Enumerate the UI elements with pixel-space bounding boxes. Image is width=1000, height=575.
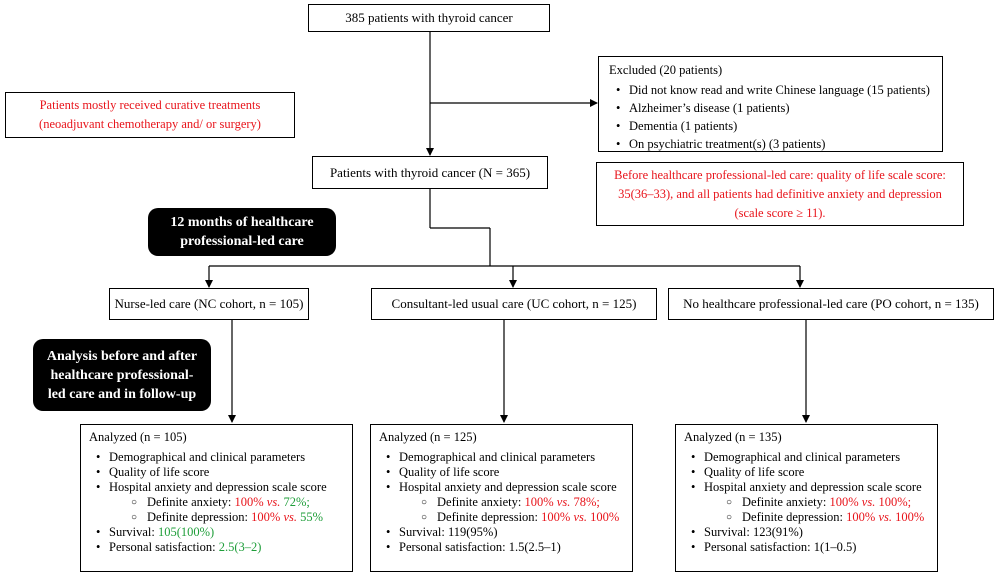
depression-row: Definite depression: 100% vs. 55%	[109, 510, 344, 525]
excluded-item: Alzheimer’s disease (1 patients)	[609, 99, 932, 117]
cohort-label: Consultant-led usual care (UC cohort, n …	[391, 296, 637, 311]
satisfaction-label: Personal satisfaction:	[704, 540, 814, 554]
anxiety-after: 72%;	[283, 495, 310, 509]
anxiety-after: 100%;	[878, 495, 912, 509]
hads-label: Hospital anxiety and depression scale sc…	[109, 480, 327, 494]
top-box: 385 patients with thyroid cancer	[308, 4, 550, 32]
care-duration-line1: 12 months of healthcare	[170, 215, 314, 230]
satisfaction-label: Personal satisfaction:	[109, 540, 219, 554]
panel-title: Analyzed (n = 125)	[379, 430, 477, 444]
satisfaction-value: 2.5(3–2)	[218, 540, 262, 554]
middle-box-text: Patients with thyroid cancer (N = 365)	[329, 164, 531, 180]
param-qol: Quality of life score	[379, 465, 624, 480]
param-qol: Quality of life score	[89, 465, 344, 480]
depression-label: Definite depression:	[742, 510, 847, 524]
survival-label: Survival:	[399, 525, 448, 539]
param-hads: Hospital anxiety and depression scale sc…	[684, 480, 929, 525]
panel-title: Analyzed (n = 105)	[89, 430, 187, 444]
baseline-note: Before healthcare professional-led care:…	[596, 162, 964, 226]
cohort-box-nc: Nurse-led care (NC cohort, n = 105)	[109, 288, 309, 320]
depression-before: 100%	[541, 510, 571, 524]
cohort-box-uc: Consultant-led usual care (UC cohort, n …	[371, 288, 657, 320]
satisfaction-label: Personal satisfaction:	[399, 540, 509, 554]
anxiety-after: 78%;	[573, 495, 600, 509]
analysis-line1: Analysis before and after	[46, 348, 198, 364]
hads-label: Hospital anxiety and depression scale sc…	[704, 480, 922, 494]
anxiety-label: Definite anxiety:	[437, 495, 525, 509]
cohort-label: Nurse-led care (NC cohort, n = 105)	[114, 296, 304, 311]
param-hads: Hospital anxiety and depression scale sc…	[379, 480, 624, 525]
satisfaction-row: Personal satisfaction: 1(1–0.5)	[684, 540, 929, 555]
hads-label: Hospital anxiety and depression scale sc…	[399, 480, 617, 494]
panel-title: Analyzed (n = 135)	[684, 430, 782, 444]
baseline-note-line2: 35(36–33), and all patients had definiti…	[618, 187, 942, 201]
top-box-text: 385 patients with thyroid cancer	[345, 10, 513, 25]
param-qol: Quality of life score	[684, 465, 929, 480]
analysis-panel-uc: Analyzed (n = 125) Demographical and cli…	[370, 424, 633, 572]
vs-text: vs.	[573, 510, 587, 524]
depression-label: Definite depression:	[437, 510, 542, 524]
middle-box: Patients with thyroid cancer (N = 365)	[312, 156, 548, 189]
depression-after: 100%	[895, 510, 925, 524]
satisfaction-row: Personal satisfaction: 1.5(2.5–1)	[379, 540, 624, 555]
survival-value: 119(95%)	[447, 525, 498, 539]
anxiety-before: 100%	[234, 495, 264, 509]
excluded-item: Dementia (1 patients)	[609, 117, 932, 135]
analysis-label: Analysis before and after healthcare pro…	[33, 339, 211, 411]
survival-value: 123(91%)	[752, 525, 803, 539]
vs-text: vs.	[878, 510, 892, 524]
survival-label: Survival:	[704, 525, 753, 539]
care-duration-line2: professional-led care	[180, 234, 304, 249]
anxiety-label: Definite anxiety:	[147, 495, 235, 509]
depression-label: Definite depression:	[147, 510, 252, 524]
param-hads: Hospital anxiety and depression scale sc…	[89, 480, 344, 525]
anxiety-row: Definite anxiety: 100% vs. 72%;	[109, 495, 344, 510]
survival-label: Survival:	[109, 525, 158, 539]
analysis-line3: led care and in follow-up	[47, 386, 197, 402]
satisfaction-value: 1(1–0.5)	[813, 540, 857, 554]
excluded-item: Did not know read and write Chinese lang…	[609, 81, 932, 99]
survival-value: 105(100%)	[157, 525, 215, 539]
treatment-note-line1: Patients mostly received curative treatm…	[39, 98, 261, 112]
param-demographics: Demographical and clinical parameters	[684, 450, 929, 465]
vs-text: vs.	[556, 495, 571, 509]
depression-before: 100%	[846, 510, 876, 524]
care-duration-label: 12 months of healthcare professional-led…	[148, 208, 336, 256]
excluded-item: On psychiatric treatment(s) (3 patients)	[609, 135, 932, 153]
survival-row: Survival: 105(100%)	[89, 525, 344, 540]
anxiety-label: Definite anxiety:	[742, 495, 830, 509]
treatment-note: Patients mostly received curative treatm…	[5, 92, 295, 138]
anxiety-row: Definite anxiety: 100% vs. 100%;	[704, 495, 929, 510]
depression-before: 100%	[251, 510, 281, 524]
excluded-box: Excluded (20 patients) Did not know read…	[598, 56, 943, 153]
anxiety-row: Definite anxiety: 100% vs. 78%;	[399, 495, 624, 510]
baseline-note-line1: Before healthcare professional-led care:…	[614, 168, 946, 182]
baseline-note-line3: (scale score ≥ 11).	[734, 206, 826, 220]
cohort-box-po: No healthcare professional-led care (PO …	[668, 288, 994, 320]
vs-text: vs.	[283, 510, 297, 524]
vs-text: vs.	[266, 495, 281, 509]
depression-row: Definite depression: 100% vs. 100%	[704, 510, 929, 525]
analysis-line2: healthcare professional-	[50, 367, 194, 383]
depression-after: 55%	[300, 510, 324, 524]
param-demographics: Demographical and clinical parameters	[89, 450, 344, 465]
excluded-title: Excluded (20 patients)	[609, 63, 723, 77]
anxiety-before: 100%	[524, 495, 554, 509]
survival-row: Survival: 119(95%)	[379, 525, 624, 540]
cohort-label: No healthcare professional-led care (PO …	[683, 296, 979, 311]
anxiety-before: 100%	[829, 495, 859, 509]
vs-text: vs.	[861, 495, 876, 509]
survival-row: Survival: 123(91%)	[684, 525, 929, 540]
depression-row: Definite depression: 100% vs. 100%	[399, 510, 624, 525]
depression-after: 100%	[590, 510, 620, 524]
satisfaction-row: Personal satisfaction: 2.5(3–2)	[89, 540, 344, 555]
satisfaction-value: 1.5(2.5–1)	[508, 540, 561, 554]
treatment-note-line2: (neoadjuvant chemotherapy and/ or surger…	[39, 117, 261, 131]
param-demographics: Demographical and clinical parameters	[379, 450, 624, 465]
analysis-panel-po: Analyzed (n = 135) Demographical and cli…	[675, 424, 938, 572]
analysis-panel-nc: Analyzed (n = 105) Demographical and cli…	[80, 424, 353, 572]
